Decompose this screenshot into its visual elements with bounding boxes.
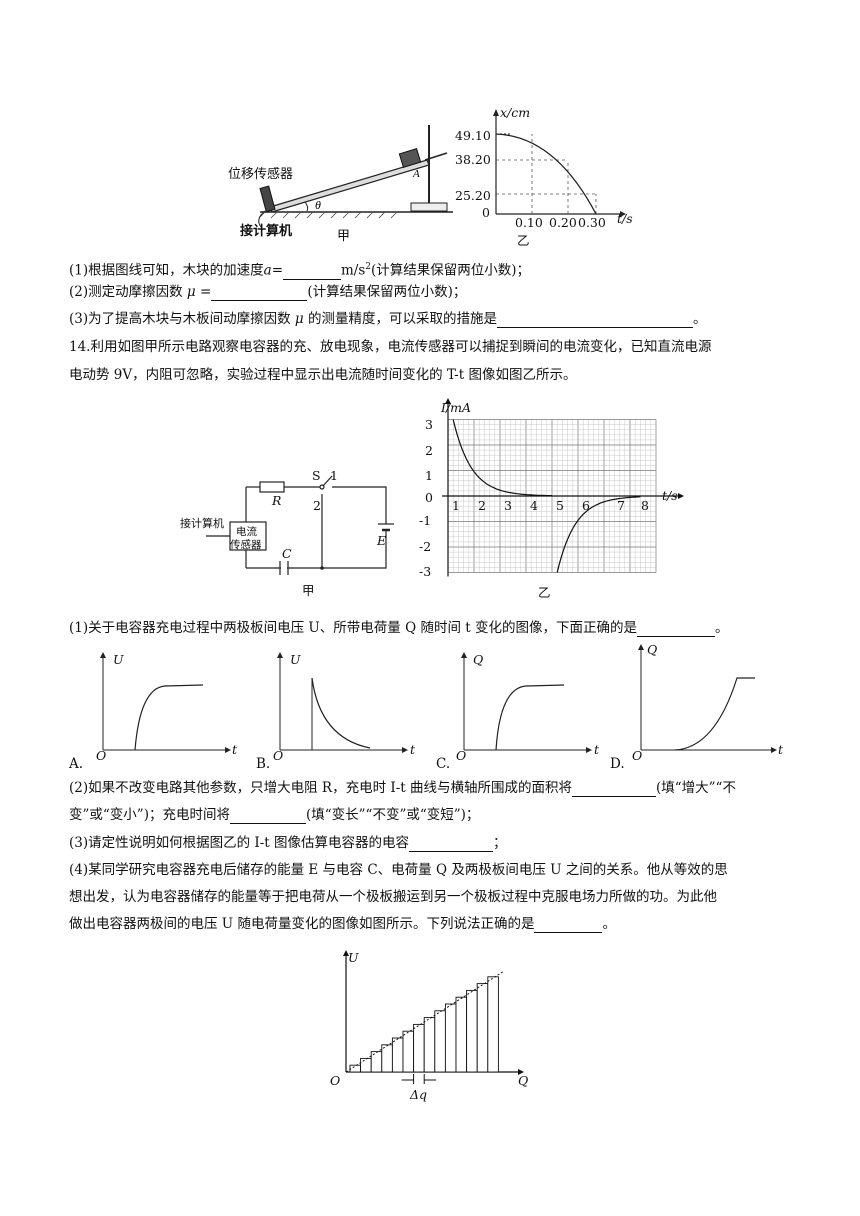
answer-blank-measure[interactable] — [497, 313, 693, 328]
uq-dq-label: Δq — [410, 1087, 428, 1102]
it-graph — [408, 398, 698, 598]
xt-caption: 乙 — [517, 233, 530, 248]
q14-part1: (1)关于电容器充电过程中两极板间电压 U、所带电荷量 Q 随时间 t 变化的图… — [69, 620, 729, 637]
option-a-origin: O — [96, 748, 107, 763]
circuit-computer-label: 接计算机 — [180, 517, 224, 530]
xt-ytick-2: 38.20 — [455, 152, 491, 167]
uq-origin: O — [330, 1073, 341, 1088]
it-xtick-5: 5 — [556, 498, 564, 513]
it-xtick-2: 2 — [478, 498, 486, 513]
it-xlabel: t/s — [662, 488, 678, 503]
emf-label: E — [377, 533, 387, 548]
option-b-taxis: t — [410, 742, 416, 757]
circuit-caption: 甲 — [302, 583, 315, 598]
it-ytick-1: 1 — [425, 468, 433, 483]
answer-blank-capacitance[interactable] — [409, 837, 494, 852]
it-xtick-8: 8 — [641, 498, 649, 513]
switch-pos2-label: 2 — [313, 498, 321, 513]
it-ylabel: I/mA — [441, 400, 472, 415]
xt-ytick-3: 25.20 — [455, 188, 491, 203]
option-b-label[interactable]: B. — [256, 756, 271, 772]
q14-part4-line2: 想出发，认为电容器储存的能量等于把电荷从一个极板搬运到另一个极板过程中克服电场力… — [69, 889, 717, 905]
q14-part2-line2: 变”或“变小”)；充电时间将(填“变长”“不变”或“变短”)； — [69, 807, 480, 824]
option-a-graph[interactable] — [85, 648, 235, 763]
option-b-axis: U — [290, 652, 301, 667]
xt-ylabel: x/cm — [500, 105, 531, 120]
answer-blank-q14-1[interactable] — [636, 622, 715, 637]
q14-stem-line1: 14.利用如图甲所示电路观察电容器的充、放电现象，电流传感器可以捕捉到瞬间的电流… — [69, 339, 712, 355]
uq-graph — [328, 948, 533, 1108]
it-ytick-m1: -1 — [419, 513, 432, 528]
sensor-label-1: 电流 — [236, 526, 257, 538]
option-c-graph[interactable] — [450, 648, 600, 763]
q14-part2-line1: (2)如果不改变电路其他参数，只增大电阻 R，充电时 I-t 曲线与横轴所围成的… — [69, 780, 736, 797]
fig1-caption: 甲 — [337, 229, 351, 244]
xt-graph — [450, 106, 640, 246]
resistor-label: R — [272, 493, 282, 508]
capacitor-label: C — [282, 546, 292, 561]
xt-ytick-4: 0 — [482, 205, 490, 220]
theta-label: θ — [315, 198, 321, 212]
xt-ytick-1: 49.10 — [455, 128, 491, 143]
option-a-label[interactable]: A. — [69, 756, 84, 772]
option-a-axis: U — [113, 652, 124, 667]
option-d-origin: O — [632, 748, 643, 763]
option-c-origin: O — [456, 748, 467, 763]
option-d-label[interactable]: D. — [610, 756, 625, 772]
sensor-label: 位移传感器 — [228, 167, 294, 182]
q14-part3: (3)请定性说明如何根据图乙的 I-t 图像估算电容器的电容； — [69, 835, 507, 852]
incline-apparatus-figure: θ A — [225, 115, 465, 245]
it-ytick-0: 0 — [425, 490, 433, 505]
option-b-origin: O — [273, 748, 284, 763]
q14-part4-line1: (4)某同学研究电容器充电后储存的能量 E 与电容 C、电荷量 Q 及两极板间电… — [69, 862, 728, 878]
option-a-taxis: t — [232, 742, 238, 757]
xt-xtick-1: 0.10 — [515, 215, 543, 230]
xt-xtick-3: 0.30 — [578, 215, 606, 230]
option-d-axis: Q — [647, 642, 658, 657]
q13-part3: (3)为了提高木块与木板间动摩擦因数 μ 的测量精度，可以采取的措施是。 — [69, 311, 707, 328]
computer-label: 接计算机 — [240, 224, 293, 239]
answer-blank-q14-4[interactable] — [534, 918, 603, 933]
it-xtick-6: 6 — [582, 498, 590, 513]
answer-blank-friction[interactable] — [211, 286, 308, 301]
sensor-label-2: 传感器 — [230, 539, 262, 551]
option-b-graph[interactable] — [262, 648, 412, 763]
switch-pos1-label: 1 — [330, 468, 338, 483]
option-d-taxis: t — [778, 742, 784, 757]
q13-part1: (1)根据图线可知，木块的加速度a=m/s2(计算结果保留两位小数)； — [69, 262, 531, 280]
it-caption: 乙 — [538, 585, 551, 600]
q14-stem-line2: 电动势 9V，内阻可忽略，实验过程中显示出电流随时间变化的 T-t 图像如图乙所… — [69, 367, 577, 383]
it-ytick-m2: -2 — [419, 539, 432, 554]
it-ytick-2: 2 — [425, 443, 433, 458]
option-d-graph[interactable] — [625, 640, 785, 762]
it-xtick-4: 4 — [530, 498, 538, 513]
answer-blank-area[interactable] — [571, 782, 656, 797]
answer-blank-time[interactable] — [229, 809, 306, 824]
q14-part4-line3: 做出电容器两极间的电压 U 随电荷量变化的图像如图所示。下列说法正确的是。 — [69, 916, 616, 933]
xt-xtick-2: 0.20 — [549, 215, 577, 230]
option-c-taxis: t — [594, 742, 600, 757]
uq-ylabel: U — [348, 950, 359, 965]
q13-part2: (2)测定动摩擦因数 μ =(计算结果保留两位小数)； — [69, 284, 467, 301]
switch-label: S — [312, 468, 321, 483]
point-a-label: A — [412, 168, 420, 180]
it-ytick-m3: -3 — [419, 564, 432, 579]
it-xtick-1: 1 — [452, 498, 460, 513]
it-xtick-7: 7 — [617, 498, 625, 513]
option-c-axis: Q — [473, 652, 484, 667]
option-c-label[interactable]: C. — [436, 756, 451, 772]
xt-xlabel: t/s — [617, 211, 633, 226]
it-ytick-3: 3 — [425, 417, 433, 432]
circuit-diagram — [180, 470, 410, 600]
uq-xlabel: Q — [518, 1073, 529, 1088]
answer-blank-acceleration[interactable] — [283, 265, 341, 280]
it-xtick-3: 3 — [504, 498, 512, 513]
incline-diagram: θ A — [258, 125, 453, 228]
